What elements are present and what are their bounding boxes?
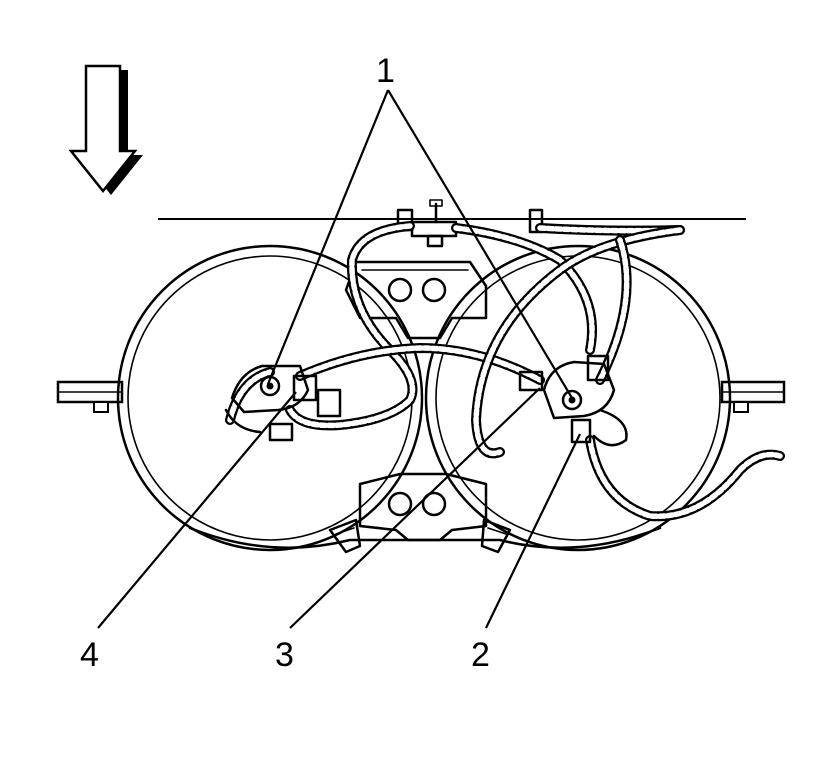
- leader-1a: [266, 89, 390, 385]
- right-fan-ring-outer: [424, 244, 732, 552]
- center-bracket-upper: [344, 260, 488, 340]
- left-fan-ring-inner: [127, 255, 413, 541]
- callout-label-2: 2: [471, 636, 490, 674]
- leader-1b: [387, 89, 573, 399]
- down-arrow-icon: [68, 64, 143, 195]
- shroud-assembly: [56, 199, 786, 554]
- callout-label-1: 1: [376, 52, 395, 90]
- wiring-harness: [225, 221, 785, 522]
- right-mount-tab: [720, 380, 786, 413]
- lower-clip-left: [328, 518, 362, 554]
- left-mount-tab: [56, 380, 124, 413]
- left-motor-connector: [224, 364, 342, 442]
- leader-4: [97, 391, 297, 629]
- callout-label-4: 4: [80, 636, 99, 674]
- leader-lines: [97, 89, 581, 629]
- right-motor-connector: [518, 354, 628, 447]
- lower-clip-right: [480, 518, 512, 554]
- center-bracket-lower: [358, 472, 488, 542]
- left-fan-ring-outer: [116, 244, 424, 552]
- leader-3: [289, 387, 541, 629]
- leader-2: [485, 433, 581, 629]
- callout-label-3: 3: [275, 636, 294, 674]
